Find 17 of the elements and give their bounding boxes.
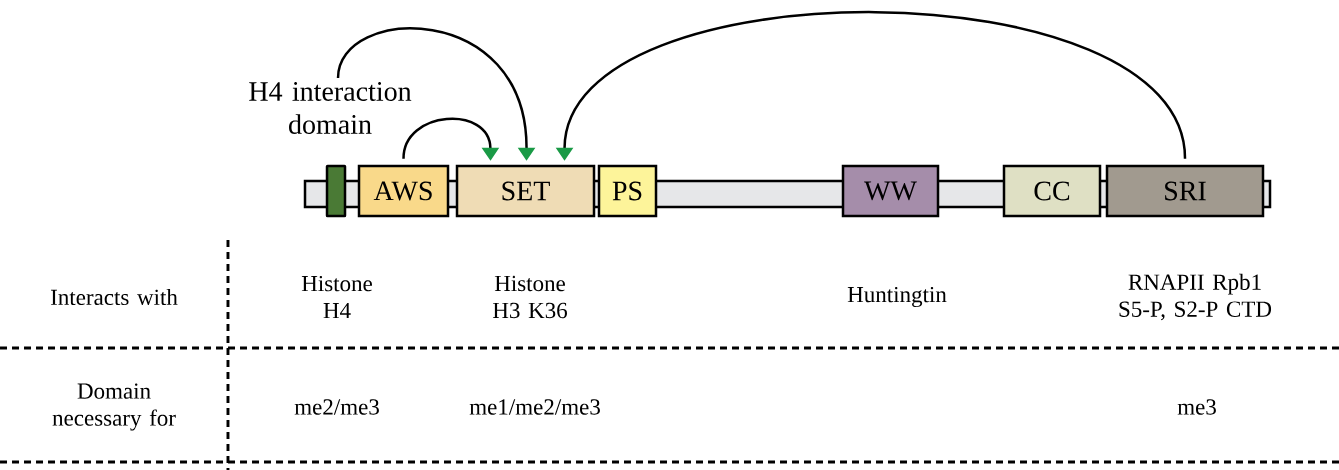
table-text: Huntingtin [847,286,947,308]
domain-box: PS [597,164,658,218]
table-text: Histone H3 K36 [493,275,567,319]
annotation-text: H4 interaction domain [249,82,412,134]
domain-box: SRI [1105,164,1265,218]
table-text: Interacts with [51,288,178,306]
domain-box: WW [841,164,940,218]
table-text: me3 [1177,399,1216,415]
domain-box: CC [1002,164,1102,218]
table-text: me2/me3 [294,399,379,415]
domain-box [325,164,347,218]
domain-box: AWS [357,164,450,218]
table-text: RNAPII Rpb1 S5-P, S2-P CTD [1119,273,1272,321]
table-text: me1/me2/me3 [469,399,600,415]
domain-box: SET [455,164,596,218]
table-text: Histone H4 [301,275,372,319]
table-text: Domain necessary for [52,383,176,431]
